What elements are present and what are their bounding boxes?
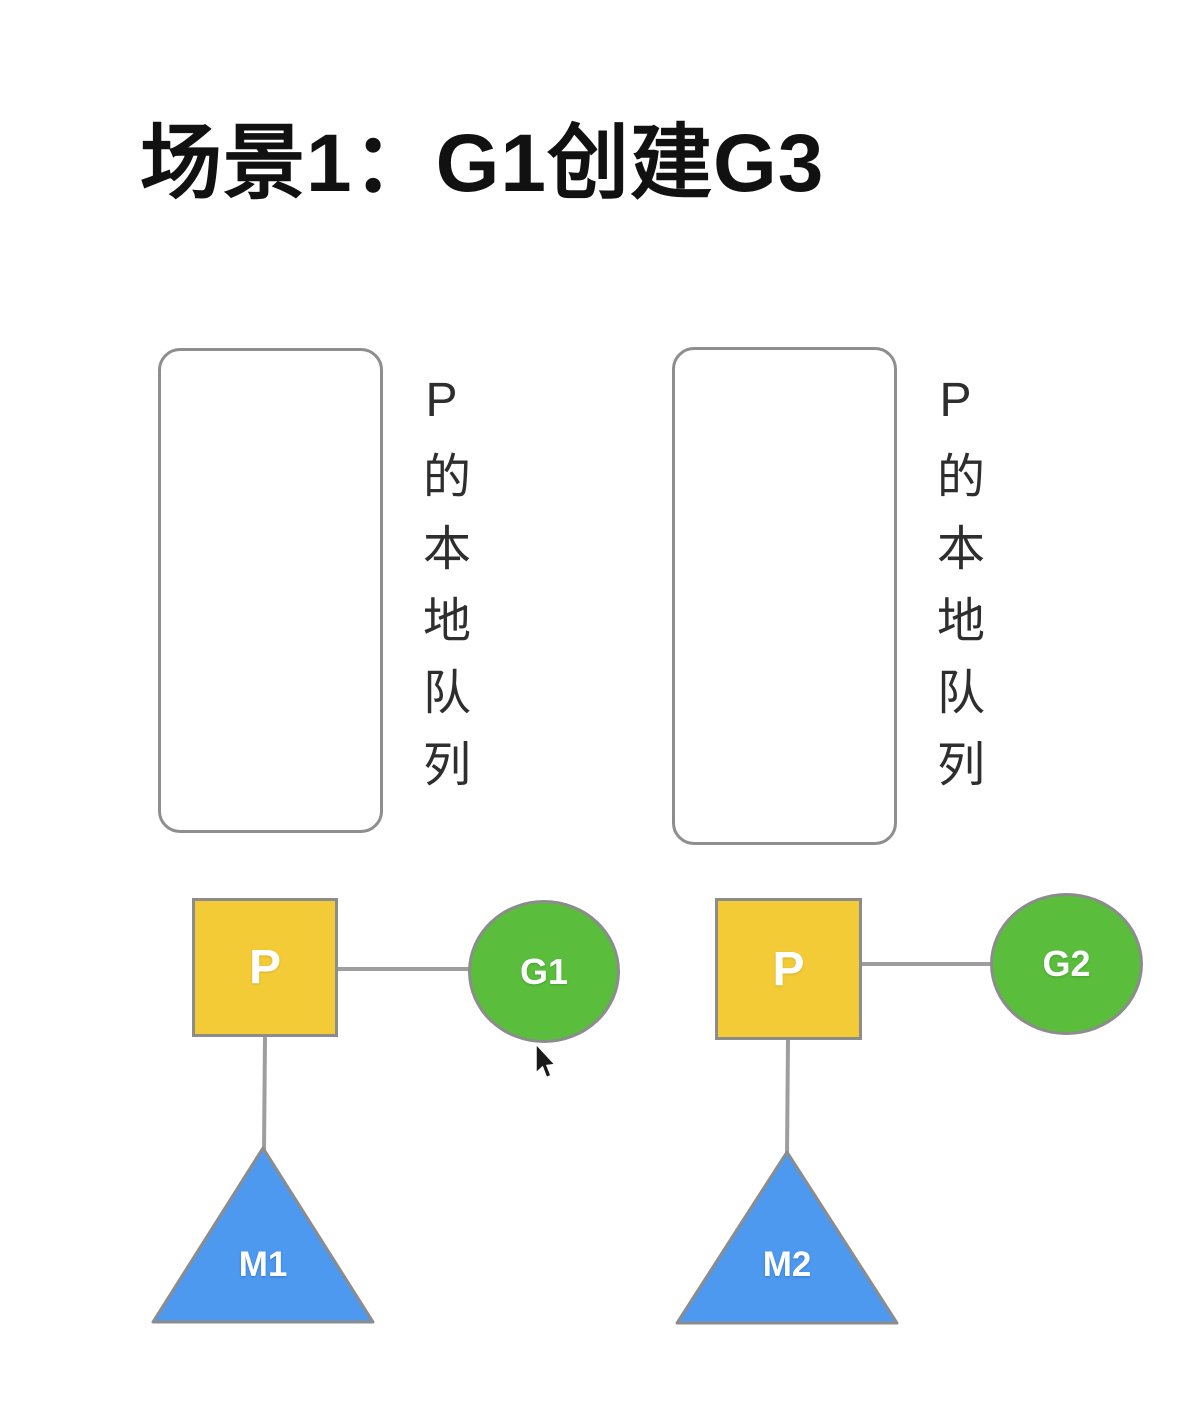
machine-m1-triangle xyxy=(151,1146,375,1324)
goroutine-node-g1: G1 xyxy=(468,900,620,1043)
machine-node-m2-label: M2 xyxy=(762,1245,812,1284)
mouse-cursor-icon xyxy=(535,1042,557,1079)
processor-node-1: P xyxy=(192,898,338,1037)
local-queue-label-2: P的本地队列 xyxy=(929,374,982,811)
processor-node-1-label: P xyxy=(248,941,281,994)
goroutine-node-g2: G2 xyxy=(990,893,1143,1035)
processor-node-2-label: P xyxy=(772,942,805,996)
goroutine-node-g2-label: G2 xyxy=(1042,943,1091,984)
goroutine-node-g1-label: G1 xyxy=(519,950,569,992)
local-queue-box-1 xyxy=(158,348,383,833)
page-title: 场景1：G1创建G3 xyxy=(140,118,825,209)
machine-node-m1-label: M1 xyxy=(238,1245,288,1284)
processor-node-2: P xyxy=(715,898,862,1040)
local-queue-label-1: P的本地队列 xyxy=(415,374,468,811)
machine-m2-triangle xyxy=(675,1150,899,1325)
p-to-m1-connector-line xyxy=(262,1036,267,1153)
p-to-m2-connector-line xyxy=(785,1039,790,1157)
local-queue-box-2 xyxy=(672,347,897,845)
